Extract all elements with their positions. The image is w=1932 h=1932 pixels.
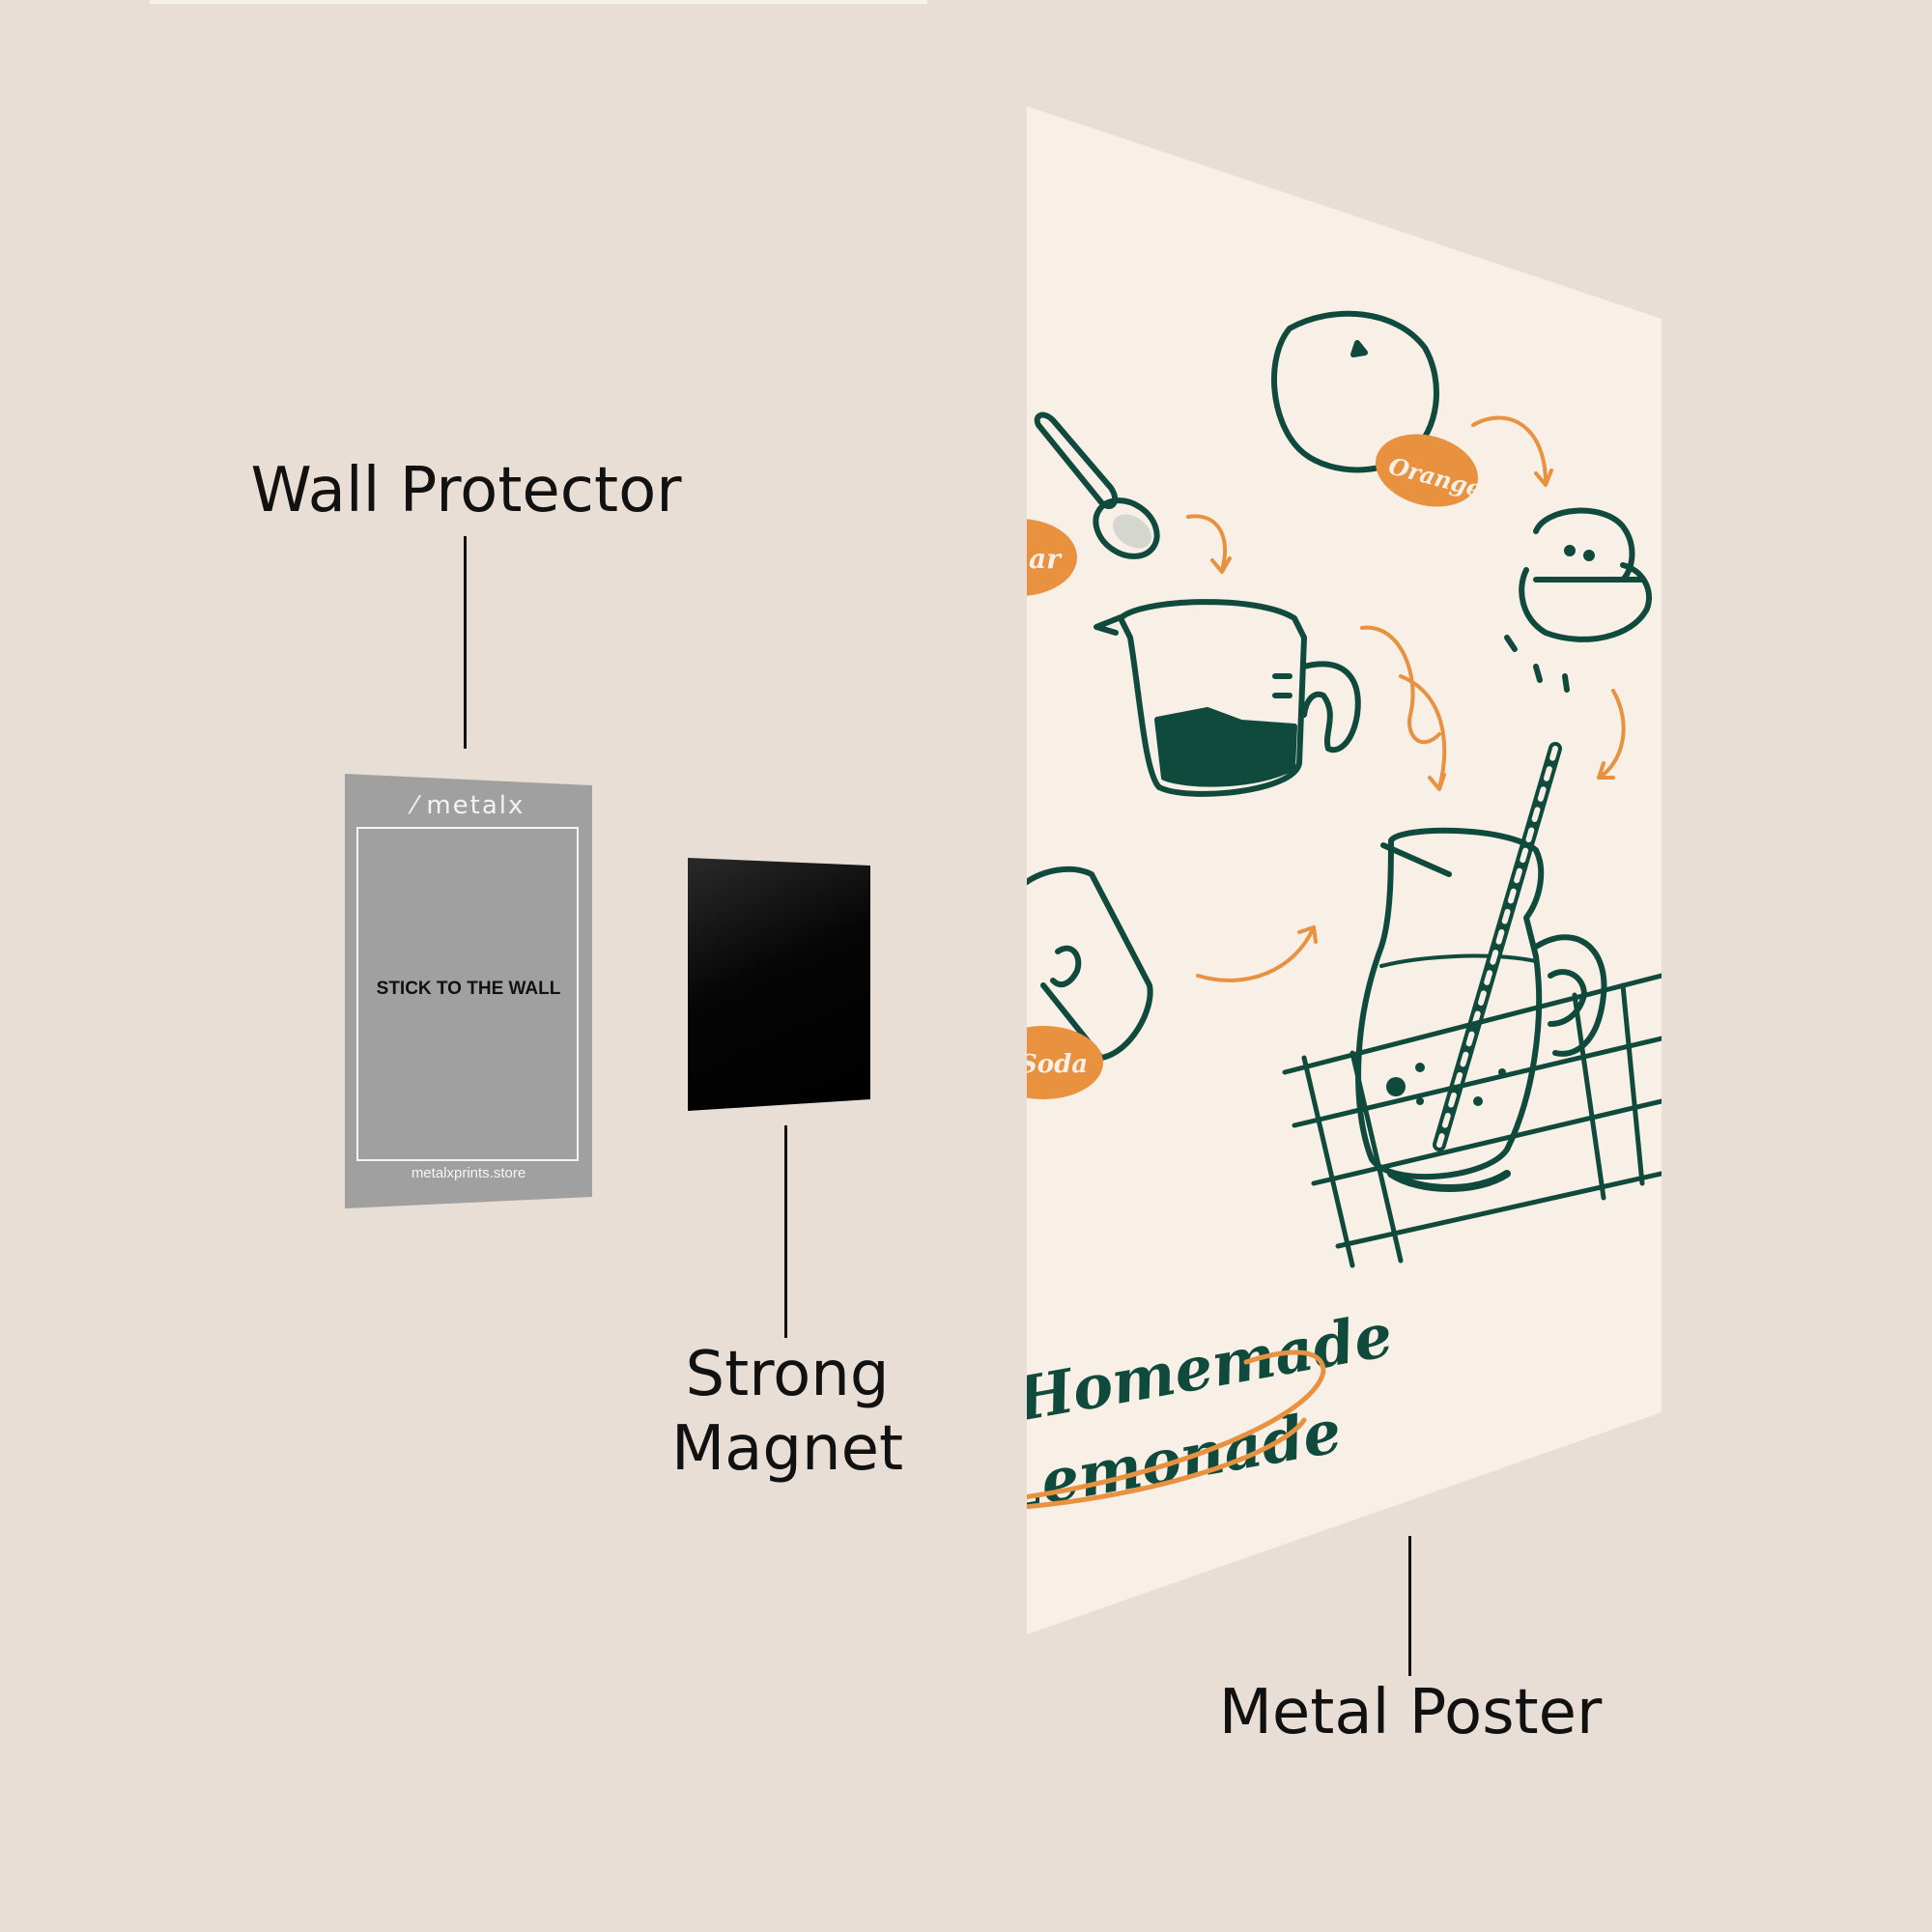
wall-protector-card: ⁄metalx STICK TO THE WALL metalxprints.s… [345,774,592,1208]
sugar-tag [1027,519,1077,596]
wall-protector-frame [356,827,579,1161]
metal-poster-panel [1027,106,1662,1634]
wall-protector-url: metalxprints.store [411,1165,526,1181]
top-edge-strip [150,0,927,4]
metalx-logo-text: metalx [426,791,526,820]
soda-can-icon: Soda [1019,866,1153,1099]
soda-tag [1027,1026,1103,1099]
straw-icon [1433,742,1562,1151]
wall-protector-instruction: STICK TO THE WALL [376,979,561,999]
spoon-icon [1034,412,1160,559]
wall-protector-leader-line [464,536,467,749]
strong-magnet [688,858,870,1111]
sugar-tag-label: ar [1029,543,1063,575]
strong-magnet-label-line2: Magnet [670,1412,904,1485]
strong-magnet-label: Strong Magnet [580,1338,995,1487]
metalx-logo: ⁄metalx [412,791,525,820]
orange-tag [1376,434,1478,507]
poster-title-swoosh [1027,1350,1326,1510]
lemonade-pitcher-icon [1355,827,1607,1192]
strong-magnet-label-line1: Strong [685,1339,890,1410]
metalx-logo-mark-icon: ⁄ [412,791,419,820]
strong-magnet-leader-line [784,1125,787,1338]
wall-protector-label: Wall Protector [250,455,682,526]
tablecloth-grid [1282,973,1662,1268]
orange-icon: Orange [1271,310,1485,507]
juicer-icon [1504,507,1652,693]
arrow-icon [1186,415,1626,982]
metal-poster-leader-line [1408,1536,1411,1676]
measuring-jug-icon [1094,599,1361,797]
soda-tag-label: Soda [1019,1050,1088,1079]
metal-poster-label: Metal Poster [1218,1677,1603,1748]
